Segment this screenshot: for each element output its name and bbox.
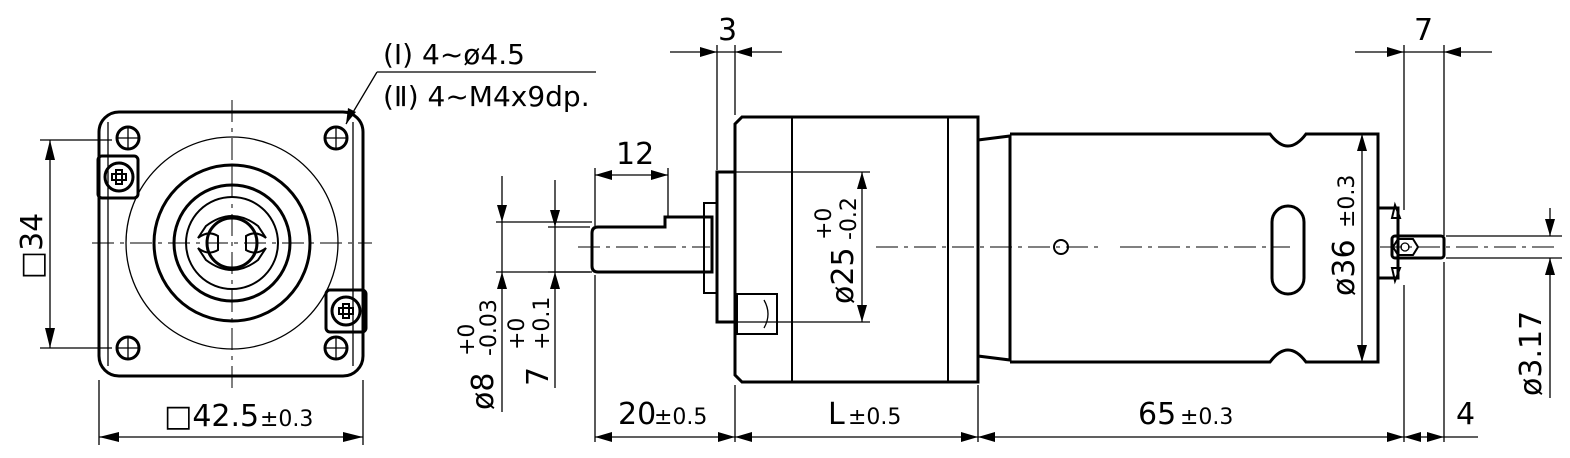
pilot-tol-upper: +0 bbox=[812, 208, 837, 240]
mount-hole-cross bbox=[116, 126, 140, 150]
side-screw-curve bbox=[763, 299, 769, 329]
side-screw-head bbox=[736, 293, 778, 335]
screw-pad bbox=[324, 288, 368, 334]
hole-pitch-label: □34 bbox=[15, 213, 50, 280]
motor-dia-tol: ±0.3 bbox=[1335, 175, 1360, 228]
motor-length-value: 65 bbox=[1138, 397, 1176, 432]
flange-thk-dim-lines bbox=[670, 45, 782, 170]
gearbox-length-tol: ±0.5 bbox=[848, 405, 901, 430]
rear-end-cap bbox=[1376, 206, 1400, 280]
gearbox-length-value: L bbox=[828, 397, 845, 432]
flange-dim-tol: ±0.3 bbox=[260, 407, 313, 432]
shaft-dia-arrows bbox=[497, 205, 507, 289]
end-cap-tabs bbox=[1390, 201, 1402, 285]
shaft-length-value: 20 bbox=[618, 397, 656, 432]
keyway-slot bbox=[197, 215, 267, 271]
motor-length-tol: ±0.3 bbox=[1180, 405, 1233, 430]
flange-thk-label: 3 bbox=[718, 13, 737, 48]
hole-callout-line1: (Ⅰ) 4~ø4.5 bbox=[383, 38, 525, 71]
length-dim-lines bbox=[594, 262, 1478, 442]
mount-hole-cross bbox=[324, 126, 348, 150]
flange-thk-arrows bbox=[700, 47, 752, 57]
shaft-length-tol: ±0.5 bbox=[654, 405, 707, 430]
flange-chamfer bbox=[107, 122, 354, 366]
flange-dim-value: □42.5 bbox=[164, 399, 259, 434]
front-view: (Ⅰ) 4~ø4.5 (Ⅱ) 4~M4x9dp. □34 □42.5 ±0.3 bbox=[15, 38, 596, 445]
flat-dim-arrows bbox=[550, 210, 560, 289]
rear-shaft-length-value: 4 bbox=[1456, 397, 1475, 432]
screw-pad bbox=[96, 154, 140, 200]
encoder-offset-dim-lines bbox=[1355, 45, 1492, 236]
motor-collar bbox=[976, 134, 1012, 362]
side-view: 3 7 12 ø8 +0 -0.03 7 +0 +0.1 ø25 +0 -0.2… bbox=[455, 13, 1562, 442]
pilot-dia-value: ø25 bbox=[826, 247, 861, 304]
pilot-dim-arrows bbox=[857, 172, 867, 322]
pilot-dim-lines bbox=[718, 171, 870, 323]
screw-head-icon bbox=[103, 161, 135, 193]
gearbox-body bbox=[733, 115, 980, 384]
encoder-offset-label: 7 bbox=[1414, 13, 1433, 48]
shaft-dia-tol-lower: -0.03 bbox=[477, 299, 502, 356]
shaft-dia-value: ø8 bbox=[466, 373, 501, 410]
flat-value: 7 bbox=[521, 367, 556, 386]
mount-hole-cross bbox=[324, 336, 348, 360]
phillips-cross-icon bbox=[111, 169, 127, 185]
flange-dim-lines bbox=[98, 380, 364, 445]
encoder-offset-arrows bbox=[1387, 47, 1461, 57]
shaft-collar bbox=[703, 202, 718, 294]
hole-pitch-dim-lines bbox=[40, 139, 112, 349]
flange-outline bbox=[97, 110, 365, 378]
flat-tol-upper: +0 bbox=[505, 318, 530, 350]
flat-tol-lower: +0.1 bbox=[530, 297, 555, 350]
callout-arrow bbox=[346, 108, 356, 124]
rear-shaft-dia-dim-lines bbox=[1446, 208, 1562, 398]
pilot-tol-lower: -0.2 bbox=[837, 197, 862, 240]
flange-plate bbox=[715, 170, 737, 324]
hole-callout-line2: (Ⅱ) 4~M4x9dp. bbox=[383, 80, 590, 113]
rear-shaft-center bbox=[1400, 242, 1410, 252]
rear-shaft-dia-value: ø3.17 bbox=[1514, 311, 1549, 396]
key-length-label: 12 bbox=[616, 137, 654, 172]
rear-shaft-dia-arrows bbox=[1545, 219, 1555, 275]
shaft-dia-tol-upper: +0 bbox=[455, 324, 480, 356]
motor-dia-value: ø36 bbox=[1327, 239, 1362, 296]
motor-can bbox=[1010, 132, 1380, 364]
motor-slot bbox=[1270, 204, 1306, 296]
output-shaft bbox=[590, 215, 714, 274]
key-length-arrows bbox=[595, 170, 668, 180]
phillips-cross-icon bbox=[338, 303, 354, 319]
screw-head-icon bbox=[330, 295, 362, 327]
mount-hole-cross bbox=[116, 336, 140, 360]
